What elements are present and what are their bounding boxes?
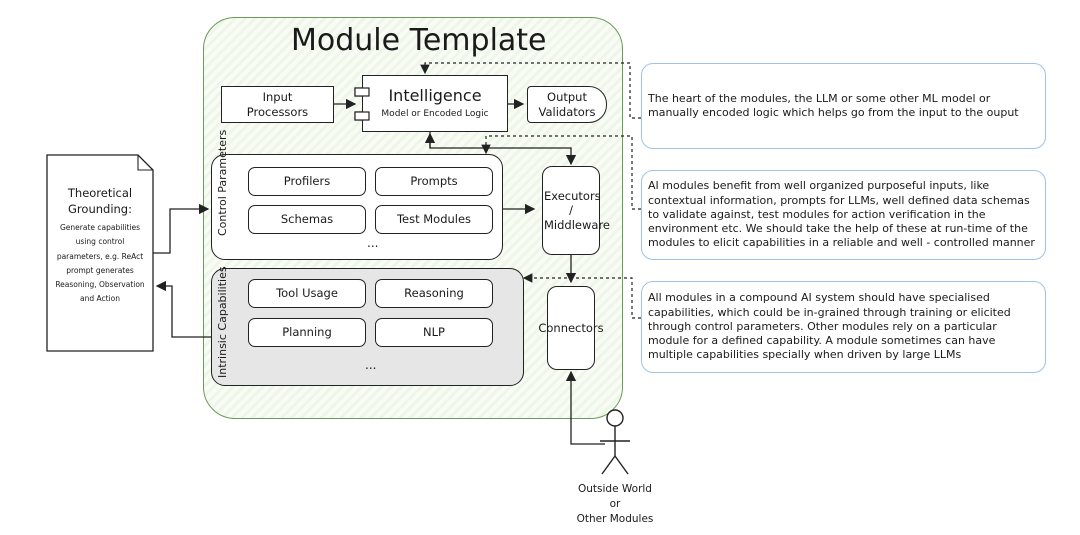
note-intelligence: The heart of the modules, the LLM or som…	[641, 63, 1046, 149]
note-intrinsic-capabilities-text: All modules in a compound AI system shou…	[648, 291, 1011, 362]
note-control-parameters: AI modules benefit from well organized p…	[641, 170, 1046, 260]
planning-label: Planning	[282, 325, 332, 340]
test-modules-label: Test Modules	[396, 212, 472, 227]
intrinsic-capabilities-ellipsis: ...	[365, 358, 377, 372]
schemas-label: Schemas	[280, 212, 334, 227]
control-parameters-ellipsis: ...	[367, 236, 379, 250]
outside-world-label: Outside World or Other Modules	[560, 482, 670, 528]
outside-line1: Outside World	[578, 483, 652, 495]
control-parameters-label: Control Parameters	[216, 129, 229, 236]
intrinsic-capabilities-label: Intrinsic Capabilities	[216, 266, 229, 378]
profilers-box: Profilers	[248, 167, 366, 196]
theoretical-grounding-body: Generate capabilities using control para…	[55, 223, 145, 304]
intelligence-box: Intelligence Model or Encoded Logic	[362, 75, 508, 132]
schemas-box: Schemas	[248, 205, 366, 234]
diagram-title: Module Template	[291, 23, 547, 58]
executors-middleware-label: Executors / Middleware	[544, 188, 610, 232]
nlp-box: NLP	[375, 318, 493, 347]
arrow-grounding-to-control	[153, 203, 210, 254]
theoretical-grounding-text: Theoretical Grounding: Generate capabili…	[47, 186, 153, 307]
connectors-box: Connectors	[538, 286, 604, 370]
note-intelligence-text: The heart of the modules, the LLM or som…	[648, 91, 1019, 119]
tool-usage-box: Tool Usage	[248, 279, 366, 308]
profilers-label: Profilers	[283, 174, 331, 189]
executors-middleware-box: Executors / Middleware	[542, 166, 610, 255]
outside-line3: Other Modules	[576, 513, 654, 526]
prompts-label: Prompts	[410, 174, 458, 189]
note1-link	[420, 62, 641, 119]
output-validators-label: Output Validators	[538, 90, 596, 119]
tool-usage-label: Tool Usage	[276, 286, 338, 301]
output-validators-box: Output Validators	[527, 86, 607, 123]
input-processors-label: Input Processors	[246, 90, 309, 119]
connectors-label: Connectors	[538, 320, 604, 335]
reasoning-box: Reasoning	[375, 279, 493, 308]
nlp-label: NLP	[423, 325, 445, 340]
planning-box: Planning	[248, 318, 366, 347]
intelligence-label: Intelligence	[388, 86, 482, 106]
intelligence-sublabel: Model or Encoded Logic	[381, 109, 489, 120]
arrow-intrinsic-to-grounding	[155, 280, 211, 338]
theoretical-grounding-title: Theoretical Grounding:	[67, 186, 133, 216]
document-shape	[46, 154, 154, 352]
note-intrinsic-capabilities: All modules in a compound AI system shou…	[641, 281, 1046, 373]
reasoning-label: Reasoning	[404, 286, 464, 301]
prompts-box: Prompts	[375, 167, 493, 196]
arrow-outside-to-connectors	[565, 370, 605, 445]
note2-link	[481, 135, 641, 210]
note-control-parameters-text: AI modules benefit from well organized p…	[648, 179, 1035, 250]
outside-line2: or	[609, 498, 621, 511]
input-processors-box: Input Processors	[221, 86, 334, 123]
note3-link	[522, 273, 641, 319]
person-icon	[600, 409, 630, 475]
test-modules-box: Test Modules	[375, 205, 493, 234]
